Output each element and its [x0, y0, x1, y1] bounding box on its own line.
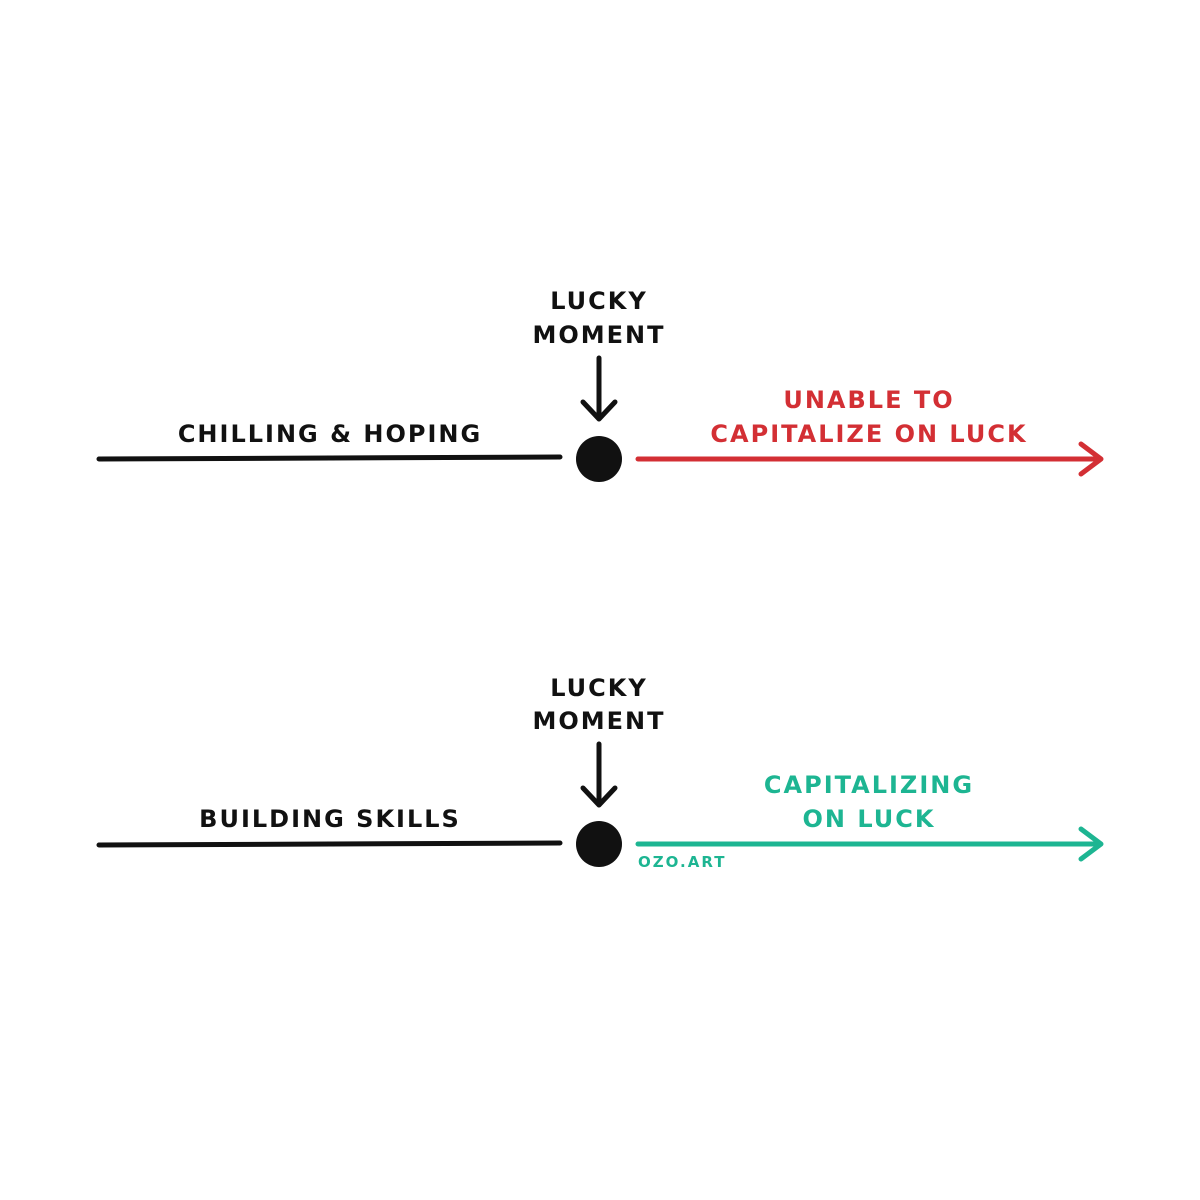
lucky-moment-dot — [576, 821, 622, 867]
scenario-chilling: LUCKY MOMENT CHILLING & HOPING UNABLE TO… — [96, 287, 1104, 482]
down-arrow-icon — [580, 741, 618, 808]
outcome-label-line2: CAPITALIZE ON LUCK — [710, 420, 1027, 448]
lucky-moment-dot — [576, 436, 622, 482]
outcome-arrow-negative — [635, 441, 1104, 477]
outcome-label-line2: ON LUCK — [803, 805, 936, 833]
down-arrow-icon — [580, 355, 618, 422]
outcome-label-line1: UNABLE TO — [783, 386, 954, 414]
scenario-building: LUCKY MOMENT BUILDING SKILLS CAPITALIZIN… — [96, 674, 1104, 871]
outcome-label-line1: CAPITALIZING — [764, 771, 974, 799]
watermark-text: OZO.ART — [638, 853, 726, 871]
path-before-line — [96, 840, 563, 848]
lucky-moment-label-line2: MOMENT — [532, 321, 665, 349]
lucky-moment-label-line1: LUCKY — [550, 287, 648, 315]
path-before-line — [96, 454, 563, 462]
path-before-label: BUILDING SKILLS — [199, 805, 461, 833]
lucky-moment-label-line2: MOMENT — [532, 707, 665, 735]
outcome-arrow-positive — [635, 826, 1104, 862]
lucky-moment-label-line1: LUCKY — [550, 674, 648, 702]
path-before-label: CHILLING & HOPING — [178, 420, 482, 448]
